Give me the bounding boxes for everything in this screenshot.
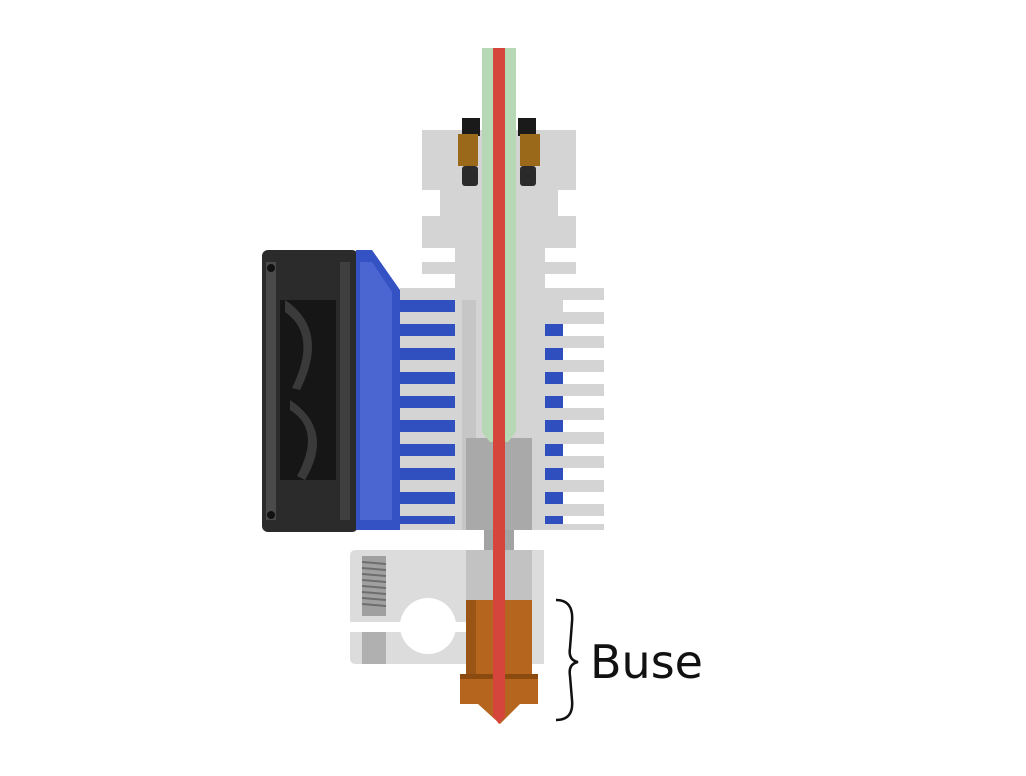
heatsink-fin — [400, 480, 458, 492]
collet-ring — [458, 134, 478, 166]
bowden-collet — [458, 118, 540, 186]
shroud-slot — [400, 396, 455, 408]
heatsink-fin — [400, 384, 458, 396]
heatsink-fin — [545, 456, 604, 468]
collet-seal — [462, 166, 478, 186]
heatsink-fin — [545, 384, 604, 396]
shroud-slot — [400, 516, 455, 524]
collet-seal — [520, 166, 536, 186]
heatsink-fins-right-front — [545, 288, 604, 530]
shroud-slot — [400, 468, 455, 480]
fan-frame-edge — [266, 262, 276, 520]
heatsink-fin — [400, 432, 458, 444]
filament-tip — [493, 716, 505, 724]
heatsink-fin — [545, 408, 604, 420]
heatsink-fin — [400, 456, 458, 468]
heatsink-fin — [545, 312, 604, 324]
heatsink-fin — [542, 262, 576, 274]
collet-clip — [518, 118, 536, 136]
fan-shroud-slots — [400, 300, 455, 524]
nozzle-thread-shade — [466, 600, 476, 676]
set-screw-thread — [361, 561, 387, 607]
heatsink-fin — [545, 432, 604, 444]
collet-ring — [520, 134, 540, 166]
shroud-slot — [400, 324, 455, 336]
heatsink-fin — [545, 504, 604, 516]
heatsink-fins-left — [400, 262, 458, 530]
filament — [493, 48, 505, 718]
shroud-slot — [400, 300, 455, 312]
fan-icon — [262, 250, 358, 532]
nozzle-callout-label: Buse — [590, 635, 703, 689]
heatsink-fin — [400, 312, 458, 324]
heatsink-fin — [545, 360, 604, 372]
heatsink-fin — [545, 480, 604, 492]
shroud-slot — [400, 348, 455, 360]
callout-bracket — [555, 598, 579, 722]
fan-frame-edge-right — [340, 262, 350, 520]
fan-blade — [290, 400, 317, 480]
shroud-slot — [400, 492, 455, 504]
heatsink-fin — [400, 360, 458, 372]
fan-mount-hole — [267, 511, 275, 519]
shroud-slot — [400, 372, 455, 384]
shroud-slot — [400, 444, 455, 456]
heatsink-fin — [545, 288, 604, 300]
fan-shroud-highlight — [360, 262, 392, 520]
set-screw-lower — [362, 632, 386, 664]
heatsink-fin — [400, 524, 458, 530]
collet-clip — [462, 118, 480, 136]
shroud-rear-gap — [545, 300, 563, 312]
thermistor-hole — [400, 598, 456, 654]
heatsink-fin — [400, 504, 458, 516]
heatsink-fin — [400, 408, 458, 420]
fan-blade — [285, 300, 312, 390]
fan-mount-hole — [267, 264, 275, 272]
shroud-slot — [400, 420, 455, 432]
heatsink-fin — [545, 524, 604, 530]
heatsink-fin — [422, 262, 458, 274]
fan-shroud — [356, 250, 400, 530]
heatsink-fin — [545, 336, 604, 348]
heatsink-fin — [400, 336, 458, 348]
heatsink-fin — [400, 288, 458, 300]
